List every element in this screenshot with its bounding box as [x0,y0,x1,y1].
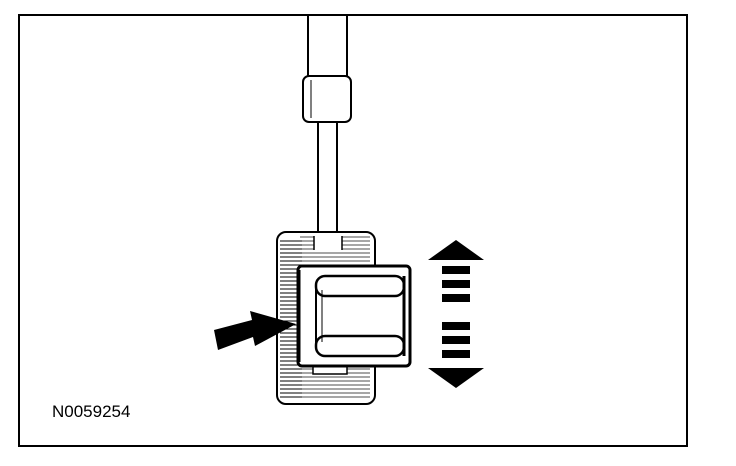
pointer-arrow-icon [214,311,296,350]
up-down-motion-arrow-icon [428,240,484,388]
locking-tab [296,264,412,368]
shaft-collar [302,75,352,123]
figure-id-label: N0059254 [52,402,130,421]
shaft [302,15,352,250]
